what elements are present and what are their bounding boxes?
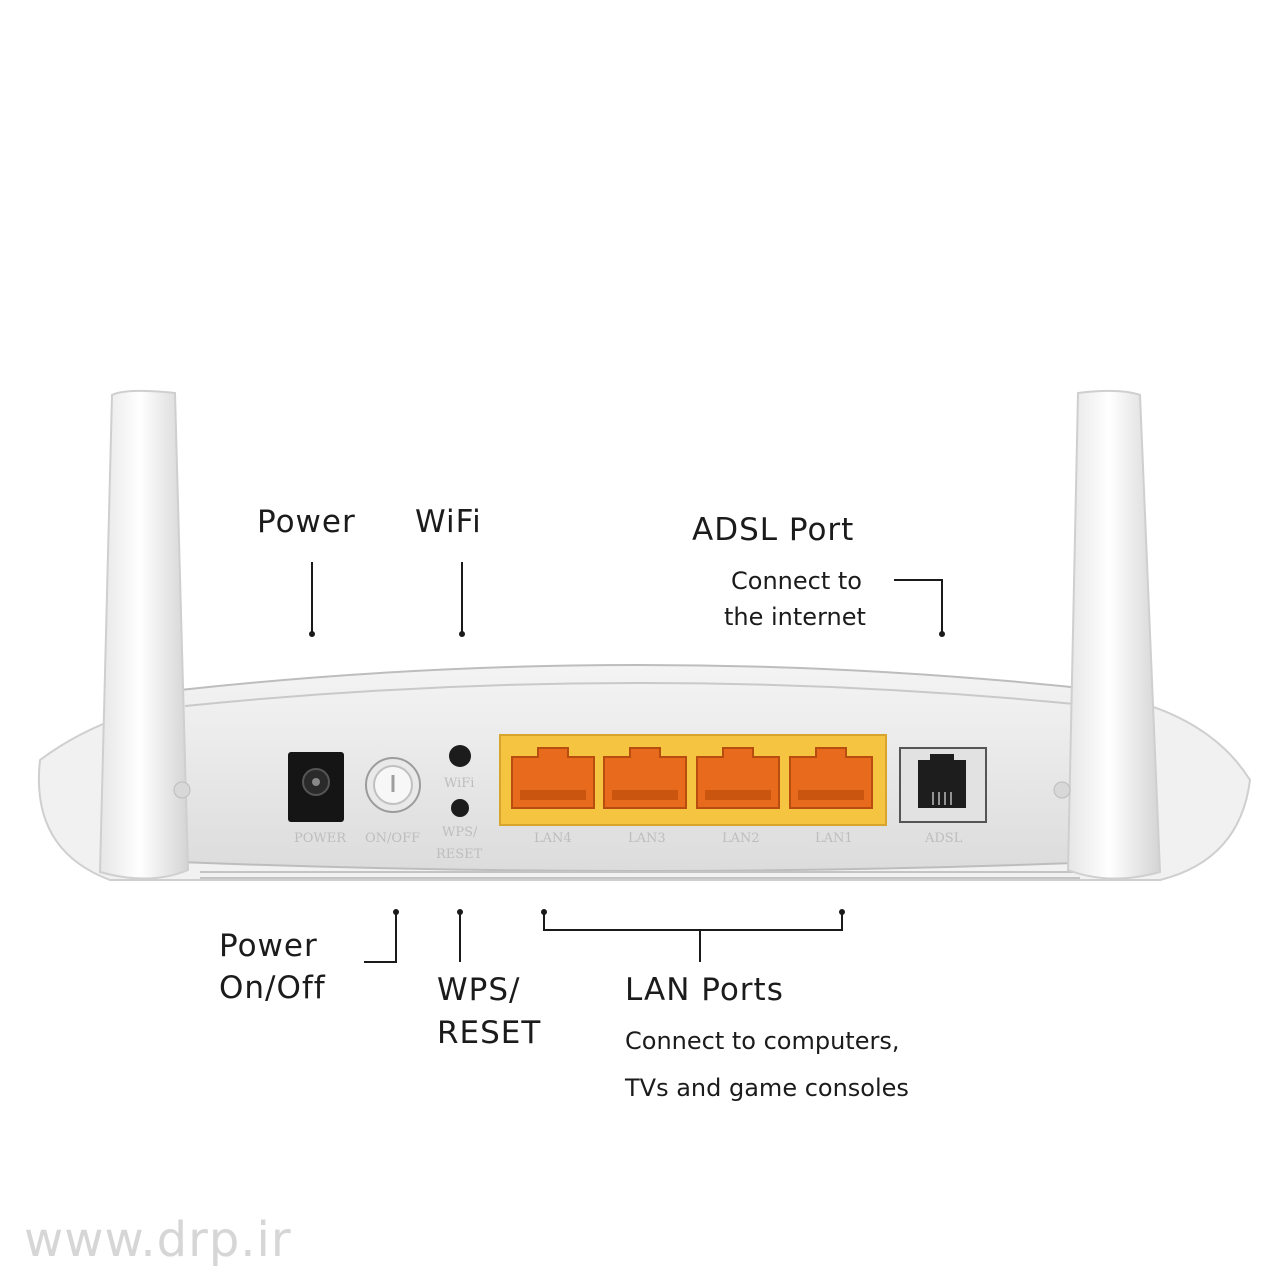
adsl-port xyxy=(899,747,987,823)
leader-dots xyxy=(309,631,945,915)
wps-device-label-2: RESET xyxy=(436,847,483,862)
power-onoff-callout-1: Power xyxy=(219,928,318,964)
power-switch xyxy=(365,757,421,813)
lan-callout-title: LAN Ports xyxy=(625,972,784,1008)
watermark: www.drp.ir xyxy=(24,1212,292,1268)
vent-ridges xyxy=(200,871,1080,879)
leader-lines xyxy=(311,562,943,963)
power-onoff-callout-2: On/Off xyxy=(219,970,326,1006)
lan-port-2 xyxy=(696,747,780,809)
wps-callout-1: WPS/ xyxy=(437,972,521,1008)
lan4-device-label: LAN4 xyxy=(534,831,572,846)
power-callout: Power xyxy=(257,504,356,540)
wifi-device-label: WiFi xyxy=(444,776,474,791)
wifi-callout: WiFi xyxy=(415,504,482,540)
lan2-device-label: LAN2 xyxy=(722,831,760,846)
lan-callout-desc-1: Connect to computers, xyxy=(625,1027,900,1055)
wps-button xyxy=(451,799,469,817)
wps-callout-2: RESET xyxy=(437,1015,542,1051)
lan-port-3 xyxy=(603,747,687,809)
power-jack xyxy=(288,752,344,822)
lan-port-4 xyxy=(511,747,595,809)
adsl-callout-desc-2: the internet xyxy=(724,603,866,631)
onoff-device-label: ON/OFF xyxy=(365,831,420,846)
wifi-button xyxy=(449,745,471,767)
adsl-callout-desc-1: Connect to xyxy=(731,567,862,595)
antenna-right xyxy=(1053,389,1162,880)
antenna-left xyxy=(98,389,191,880)
power-device-label: POWER xyxy=(294,831,347,846)
lan-callout-desc-2: TVs and game consoles xyxy=(625,1074,909,1102)
lan-port-1 xyxy=(789,747,873,809)
lan1-device-label: LAN1 xyxy=(815,831,853,846)
wps-device-label-1: WPS/ xyxy=(442,825,478,840)
lan3-device-label: LAN3 xyxy=(628,831,666,846)
adsl-device-label: ADSL xyxy=(924,831,963,846)
adsl-callout-title: ADSL Port xyxy=(692,512,855,548)
